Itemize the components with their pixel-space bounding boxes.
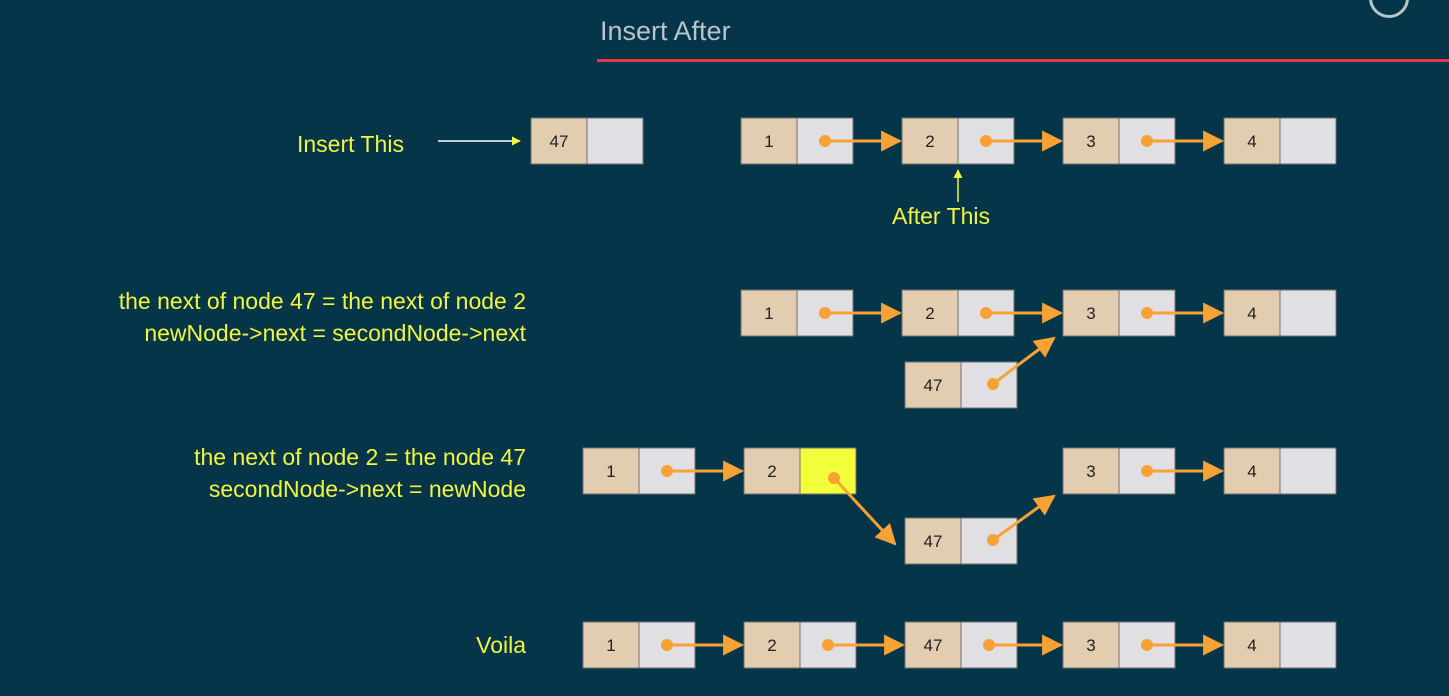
node-pointer-cell: [799, 447, 857, 495]
node-data-cell: [743, 621, 801, 669]
node-value: 3: [1086, 132, 1095, 151]
after-this-label: After This: [892, 203, 990, 229]
step2-line1: the next of node 2 = the node 47: [194, 444, 526, 470]
pointer-arrow: [992, 336, 1056, 386]
step2-line2: secondNode->next = newNode: [208, 476, 526, 502]
node-data-cell: [904, 621, 962, 669]
node-data-cell: [1223, 289, 1281, 337]
node-pointer-cell: [586, 117, 644, 165]
node-data-cell: [530, 117, 588, 165]
node-value: 47: [924, 376, 943, 395]
node-data-cell: [582, 621, 640, 669]
node-value: 47: [550, 132, 569, 151]
node-value: 47: [924, 532, 943, 551]
node-value: 2: [767, 636, 776, 655]
node-data-cell: [1062, 117, 1120, 165]
node-data-cell: [901, 117, 959, 165]
node-data-cell: [1062, 447, 1120, 495]
title-underline: [597, 59, 1449, 62]
voila-label: Voila: [476, 632, 526, 658]
node-value: 1: [764, 304, 773, 323]
step1-line1: the next of node 47 = the next of node 2: [118, 288, 526, 314]
node-data-cell: [743, 447, 801, 495]
node-value: 4: [1247, 304, 1256, 323]
node-pointer-cell: [1279, 621, 1337, 669]
pointer-arrow: [992, 494, 1056, 542]
node-pointer-cell: [1279, 289, 1337, 337]
node-value: 3: [1086, 304, 1095, 323]
node-data-cell: [1062, 289, 1120, 337]
node-pointer-cell: [1279, 117, 1337, 165]
node-data-cell: [1062, 621, 1120, 669]
node-value: 4: [1247, 636, 1256, 655]
node-value: 4: [1247, 132, 1256, 151]
node-data-cell: [1223, 117, 1281, 165]
node-data-cell: [904, 517, 962, 565]
pointer-arrow: [832, 476, 897, 546]
step1-line2: newNode->next = secondNode->next: [144, 320, 526, 346]
node-value: 1: [606, 462, 615, 481]
node-value: 3: [1086, 636, 1095, 655]
node-value: 1: [764, 132, 773, 151]
page-title: Insert After: [600, 16, 731, 46]
node-pointer-cell: [1279, 447, 1337, 495]
insert-this-label: Insert This: [297, 131, 404, 157]
node-value: 2: [767, 462, 776, 481]
node-data-cell: [901, 289, 959, 337]
node-data-cell: [582, 447, 640, 495]
node-value: 2: [925, 304, 934, 323]
node-value: 47: [924, 636, 943, 655]
node-value: 1: [606, 636, 615, 655]
node-data-cell: [740, 289, 798, 337]
node-value: 2: [925, 132, 934, 151]
node-value: 4: [1247, 462, 1256, 481]
node-data-cell: [1223, 621, 1281, 669]
node-value: 3: [1086, 462, 1095, 481]
